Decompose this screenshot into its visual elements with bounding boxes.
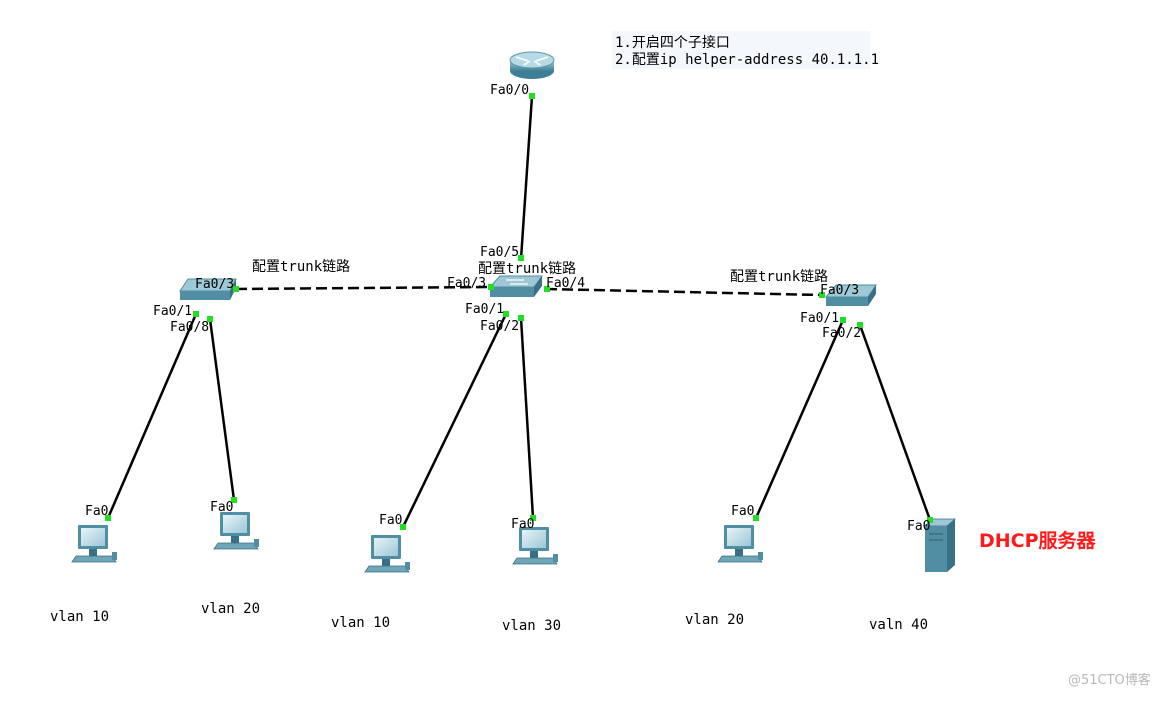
light-pc3-fa0 [400, 524, 406, 530]
trunk-links [235, 285, 823, 297]
left-switch-port-fa01-label: Fa0/1 [153, 304, 192, 319]
pc1-port-label: Fa0 [85, 504, 108, 519]
link-left-switch-fa08[interactable] [208, 318, 236, 501]
pc-1[interactable] [71, 525, 117, 563]
light-right-fa01 [840, 317, 846, 323]
light-center-fa03 [488, 284, 494, 290]
link-center-switch-fa02[interactable] [519, 317, 535, 519]
light-right-fa03 [819, 292, 825, 298]
note-line-1: 1.开启四个子接口 [615, 34, 730, 51]
right-switch-port-fa02-label: Fa0/2 [822, 326, 861, 341]
port-lights [105, 93, 933, 530]
left-switch-port-fa03-label: Fa0/3 [195, 277, 234, 292]
center-switch-port-fa02-label: Fa0/2 [480, 319, 519, 334]
pc2-port-label: Fa0 [210, 500, 233, 515]
pc3-port-label: Fa0 [379, 513, 402, 528]
trunk-label-right: 配置trunk链路 [730, 269, 828, 285]
link-left-switch-fa01[interactable] [106, 313, 198, 519]
center-switch-port-fa04-label: Fa0/4 [546, 276, 585, 291]
light-left-fa08 [207, 316, 213, 322]
light-server-fa0 [927, 517, 933, 523]
light-router-fa00 [529, 93, 535, 99]
switch-center-side [534, 276, 542, 297]
pc2-vlan-label: vlan 20 [201, 601, 260, 617]
switch-center[interactable] [488, 275, 543, 297]
trunk-label-left: 配置trunk链路 [252, 259, 350, 275]
notes-background [612, 31, 870, 69]
pc4-vlan-label: vlan 30 [502, 618, 561, 634]
config-notes: 1.开启四个子接口 2.配置ip helper-address 40.1.1.1 [612, 31, 879, 69]
light-left-fa01 [193, 311, 199, 317]
link-router-to-center-switch[interactable] [519, 95, 534, 260]
light-center-fa02 [518, 315, 524, 321]
switch-center-top [488, 275, 543, 288]
switch-center-front [490, 287, 534, 297]
light-pc1-fa0 [105, 515, 111, 521]
center-switch-port-fa05-label: Fa0/5 [480, 245, 519, 260]
router-port-fa00-label: Fa0/0 [490, 83, 529, 98]
server-port-label: Fa0 [907, 519, 930, 534]
right-switch-port-fa01-label: Fa0/1 [800, 311, 839, 326]
trunk-link-right[interactable] [545, 287, 823, 297]
router[interactable] [509, 51, 555, 79]
light-center-fa05 [518, 255, 524, 261]
pc-3[interactable] [364, 535, 410, 573]
light-pc2-fa0 [231, 497, 237, 503]
server-vlan-label: valn 40 [869, 617, 928, 633]
switch-right[interactable] [824, 284, 877, 306]
pc5-vlan-label: vlan 20 [685, 612, 744, 628]
light-pc4-fa0 [530, 515, 536, 521]
pc4-port-label: Fa0 [511, 517, 534, 532]
switch-right-front [826, 297, 868, 306]
left-switch-port-fa08-label: Fa0/8 [170, 320, 209, 335]
switch-left[interactable] [179, 278, 237, 300]
light-center-fa01 [503, 311, 509, 317]
note-line-2: 2.配置ip helper-address 40.1.1.1 [615, 52, 879, 68]
dhcp-server-title: DHCP服务器 [979, 529, 1097, 552]
light-pc5-fa0 [753, 515, 759, 521]
light-center-fa04 [544, 286, 550, 292]
router-arrows-icon [515, 56, 549, 66]
router-top [509, 51, 555, 69]
switch-right-side [868, 285, 876, 306]
link-right-switch-fa01[interactable] [754, 319, 845, 519]
pc-5[interactable] [717, 525, 763, 563]
link-right-switch-fa02[interactable] [858, 324, 932, 521]
trunk-link-left[interactable] [235, 285, 493, 291]
dhcp-server[interactable] [923, 518, 957, 572]
watermark: @51CTO博客 [1068, 672, 1151, 688]
pc1-vlan-label: vlan 10 [50, 609, 109, 625]
links [106, 95, 932, 528]
pc5-port-label: Fa0 [731, 504, 754, 519]
trunk-label-center: 配置trunk链路 [478, 261, 576, 277]
switch-center-arrows-icon [506, 279, 528, 285]
server-side [947, 519, 955, 572]
link-center-switch-fa01[interactable] [401, 313, 508, 528]
pc3-vlan-label: vlan 10 [331, 615, 390, 631]
right-switch-port-fa03-label: Fa0/3 [820, 283, 859, 298]
light-left-fa03 [233, 286, 239, 292]
light-right-fa02 [857, 322, 863, 328]
pc-4[interactable] [512, 527, 558, 565]
center-switch-port-fa01-label: Fa0/1 [465, 302, 504, 317]
pc-2[interactable] [213, 512, 259, 550]
center-switch-port-fa03-label: Fa0/3 [447, 276, 486, 291]
server-slots-icon [929, 533, 943, 541]
server-front [925, 526, 947, 572]
switch-left-front [180, 291, 230, 300]
